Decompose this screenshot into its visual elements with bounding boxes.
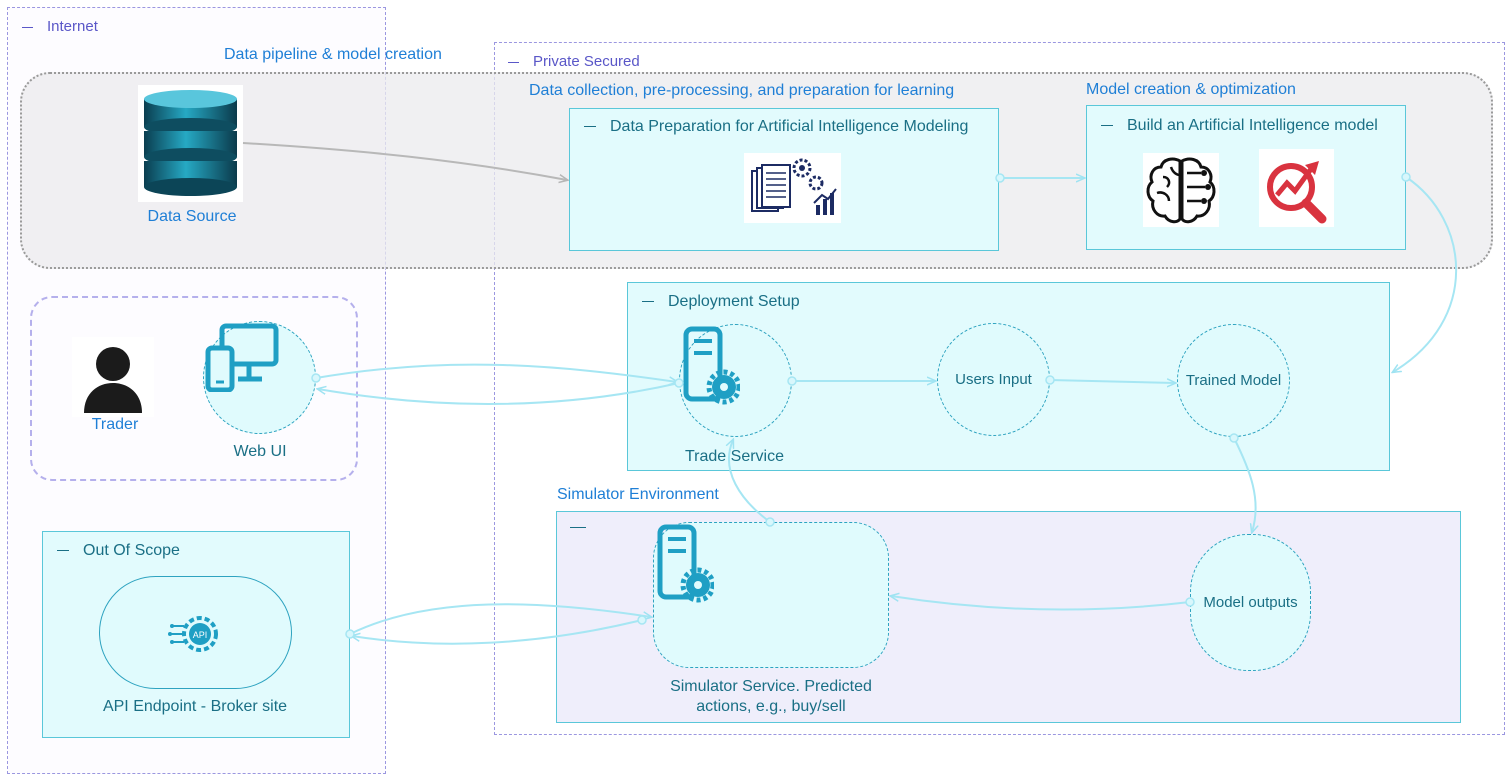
brain-icon (1143, 153, 1219, 227)
model-outputs-label: Model outputs (1203, 594, 1298, 611)
trained-model-node[interactable]: Trained Model (1177, 324, 1290, 437)
build-model-title: Build an Artificial Intelligence model (1101, 117, 1378, 135)
out-of-scope-title: Out Of Scope (57, 542, 180, 560)
users-input-label: Users Input (955, 371, 1032, 388)
users-input-node[interactable]: Users Input (937, 323, 1050, 436)
data-preparation-icon (744, 153, 841, 223)
api-badge-text: API (193, 630, 208, 640)
devices-icon (205, 323, 298, 413)
pipeline-label: Data pipeline & model creation (224, 46, 442, 63)
simulator-server-gear-icon (657, 524, 801, 635)
simulator-service-label-line1: Simulator Service. Predicted (670, 678, 872, 695)
person-icon (72, 337, 154, 417)
web-ui-node[interactable] (203, 321, 316, 434)
analytics-search-icon (1259, 149, 1334, 227)
api-gear-icon: API (167, 605, 225, 663)
trained-model-label: Trained Model (1185, 372, 1282, 389)
data-preparation-title: Data Preparation for Artificial Intellig… (584, 118, 968, 136)
trade-service-node[interactable] (679, 324, 792, 437)
model-outputs-node[interactable]: Model outputs (1190, 534, 1311, 671)
build-model-panel[interactable] (1086, 105, 1406, 250)
api-endpoint-node[interactable]: API (99, 576, 292, 689)
deployment-setup-title: Deployment Setup (642, 293, 800, 311)
simulator-service-node[interactable] (653, 522, 889, 668)
simulator-service-label-line2: actions, e.g., buy/sell (696, 698, 846, 715)
trader-label: Trader (91, 416, 139, 433)
internet-zone-title: Internet (22, 18, 98, 35)
data-source-label: Data Source (147, 208, 237, 225)
api-endpoint-label: API Endpoint - Broker site (102, 698, 288, 715)
simulator-box-collapse[interactable] (570, 527, 586, 528)
private-zone-title: Private Secured (508, 53, 640, 70)
simulator-environment-label: Simulator Environment (557, 486, 719, 503)
collection-label: Data collection, pre-processing, and pre… (529, 82, 955, 99)
database-icon (138, 85, 243, 202)
trade-service-label: Trade Service (685, 448, 784, 465)
web-ui-label: Web UI (233, 443, 287, 460)
model-creation-label: Model creation & optimization (1086, 81, 1296, 98)
server-gear-icon (683, 326, 766, 421)
